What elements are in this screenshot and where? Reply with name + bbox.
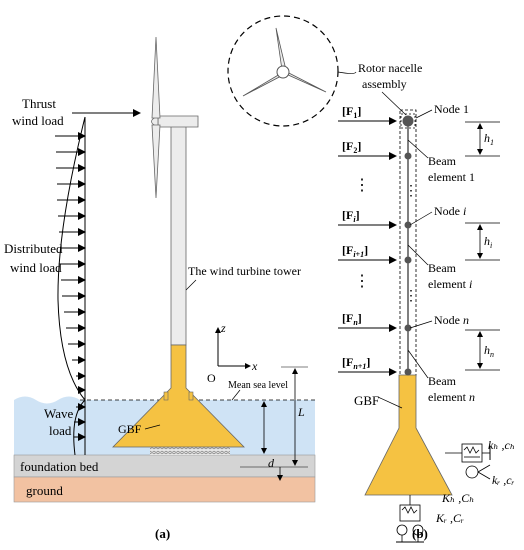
dimension-d: d	[240, 401, 308, 481]
tower-label: The wind turbine tower	[188, 264, 301, 278]
rotor-to-node-leader	[381, 91, 407, 116]
beam-node	[402, 115, 414, 127]
svg-text:h1: h1	[484, 131, 494, 147]
dimension-hn: hn	[465, 329, 500, 371]
ground-label: ground	[26, 483, 63, 498]
force-label: [Fi+1]	[342, 243, 368, 259]
distributed-label-1: Distributed	[4, 241, 63, 256]
blade-upper	[151, 36, 161, 119]
tower-shaft	[170, 124, 187, 346]
panel-a: The wind turbine tower GBF z x O Mean se…	[4, 36, 316, 541]
svg-text:L: L	[297, 405, 305, 419]
wave-label-1: Wave	[44, 406, 73, 421]
force-label: [F1]	[342, 104, 361, 120]
beam-node	[404, 324, 412, 332]
ellipsis-forces-2: ⋮	[354, 273, 370, 290]
foundation-bed-label: foundation bed	[20, 459, 99, 474]
ellipsis-tower-2: ⋮	[404, 289, 418, 304]
rotor-label-1: Rotor nacelle	[358, 61, 422, 75]
beam-node	[404, 152, 412, 160]
beam-i-label-b: element i	[428, 277, 472, 291]
gbf-label-leader-a	[144, 424, 161, 430]
dimension-hi: hi	[465, 222, 500, 261]
axis-x-label: x	[251, 359, 258, 373]
beam-node	[404, 221, 412, 229]
thrust-label-2: wind load	[12, 113, 64, 128]
panel-b: Rotor nacelle assembly GBF [F1] [F2] [Fi] […	[227, 15, 515, 543]
blade-lower	[151, 124, 161, 199]
spring-Kr-Cr: Kᵣ ,Cᵣ	[435, 511, 464, 525]
rotor-detail	[227, 15, 339, 127]
node-n-leader	[409, 320, 433, 329]
gbf-structure-b	[364, 374, 453, 496]
svg-text:hi: hi	[484, 234, 492, 250]
beam-1-leader	[407, 139, 429, 159]
beam-node	[404, 368, 412, 376]
svg-text:hn: hn	[484, 343, 494, 359]
node-n-label: Node n	[434, 313, 469, 327]
wave-label-2: load	[49, 423, 72, 438]
rotor-leader	[337, 71, 357, 74]
nacelle	[157, 115, 199, 128]
coordinate-axes: z x O	[207, 321, 258, 385]
beam-1-label-b: element 1	[428, 170, 475, 184]
node-1-box	[400, 113, 416, 129]
beam-n-label-b: element n	[428, 390, 475, 404]
beam-1-label-a: Beam	[428, 154, 457, 168]
svg-text:d: d	[268, 456, 275, 470]
distributed-label-2: wind load	[10, 260, 62, 275]
spring-dampers-lower	[396, 495, 424, 543]
gbf-platform-right	[188, 391, 194, 401]
spring-dampers-upper	[445, 443, 491, 480]
origin-label: O	[207, 371, 216, 385]
force-label: [Fi]	[342, 208, 360, 224]
gbf-platform	[163, 391, 169, 401]
dimension-L: L	[281, 366, 308, 466]
mean-sea-level-label: Mean sea level	[228, 380, 288, 391]
force-label: [Fn+1]	[342, 355, 370, 371]
ellipsis-tower-1: ⋮	[404, 184, 418, 199]
beam-n-leader	[407, 349, 429, 379]
axis-z-label: z	[220, 321, 226, 335]
tower-label-leader	[185, 279, 197, 291]
mean-sea-level-leader	[231, 389, 241, 401]
node-1-label: Node 1	[434, 102, 469, 116]
beam-i-leader	[407, 244, 429, 266]
node-i-label: Node i	[434, 204, 466, 218]
ellipsis-forces-1: ⋮	[354, 177, 370, 194]
gbf-label-b: GBF	[354, 393, 379, 408]
thrust-label-1: Thrust	[22, 96, 56, 111]
node-1-leader	[415, 109, 433, 119]
gbf-label-a: GBF	[118, 422, 142, 436]
wind-load-profile	[55, 109, 141, 456]
node-i-leader	[409, 211, 433, 226]
beam-i-label-a: Beam	[428, 261, 457, 275]
force-label: [F2]	[342, 139, 361, 155]
beam-node	[404, 256, 412, 264]
rotor-label-2: assembly	[362, 77, 407, 91]
dimension-h1: h1	[465, 121, 500, 157]
beam-n-label-a: Beam	[428, 374, 457, 388]
gbf-label-leader-b	[377, 396, 403, 409]
caption-b: (b)	[412, 526, 428, 541]
caption-a: (a)	[155, 526, 170, 541]
ground-layer	[13, 476, 316, 503]
gbf-structure	[112, 344, 245, 448]
gravel-bed	[150, 447, 230, 455]
spring-kh-ch: kₕ ,cₕ	[488, 438, 515, 452]
force-label: [Fn]	[342, 311, 362, 327]
spring-Kh-Ch: Kₕ ,Cₕ	[441, 491, 474, 505]
spring-kr-cr: kᵣ ,cᵣ	[492, 473, 515, 487]
